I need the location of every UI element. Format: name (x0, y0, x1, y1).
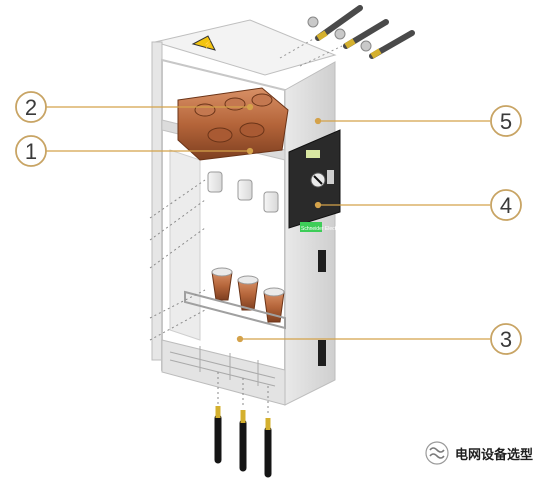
cabinet-roof (153, 19, 337, 76)
callout-1: 1 (15, 135, 47, 167)
callout-2-label: 2 (25, 95, 37, 120)
cabinet-inner-rail (169, 149, 201, 341)
watermark-text: 电网设备选型 (455, 447, 534, 463)
left-guide-lines (149, 179, 206, 341)
busbar-assembly (177, 87, 289, 161)
callout-2: 2 (15, 91, 47, 123)
leader-lines (46, 103, 490, 343)
watermark: 电网设备选型 (425, 441, 533, 465)
warning-bolt-icon: ⚡ (203, 39, 213, 49)
warning-label-icon (191, 35, 216, 51)
callout-4-label: 4 (500, 193, 512, 218)
schneider-logo: Schneider Electric (300, 222, 342, 232)
cabinet-right-side (284, 61, 336, 406)
callout-5-label: 5 (500, 109, 512, 134)
panel-display (306, 150, 320, 158)
cable-support-bracket (184, 290, 286, 330)
top-cables (279, 5, 415, 67)
cabinet-base (161, 339, 286, 406)
side-vent-upper (318, 250, 326, 272)
callout-3-label: 3 (500, 327, 512, 352)
base-grate (169, 346, 276, 387)
panel-indicator (327, 170, 334, 184)
callout-4: 4 (490, 189, 522, 221)
side-vent-lower (318, 340, 326, 366)
callout-1-label: 1 (25, 139, 37, 164)
upper-insulators (207, 171, 279, 213)
callout-3: 3 (490, 323, 522, 355)
panel-label: Schneider Electric (301, 226, 342, 232)
bottom-cables (214, 372, 272, 478)
wechat-channel-icon (425, 441, 449, 465)
callout-5: 5 (490, 105, 522, 137)
